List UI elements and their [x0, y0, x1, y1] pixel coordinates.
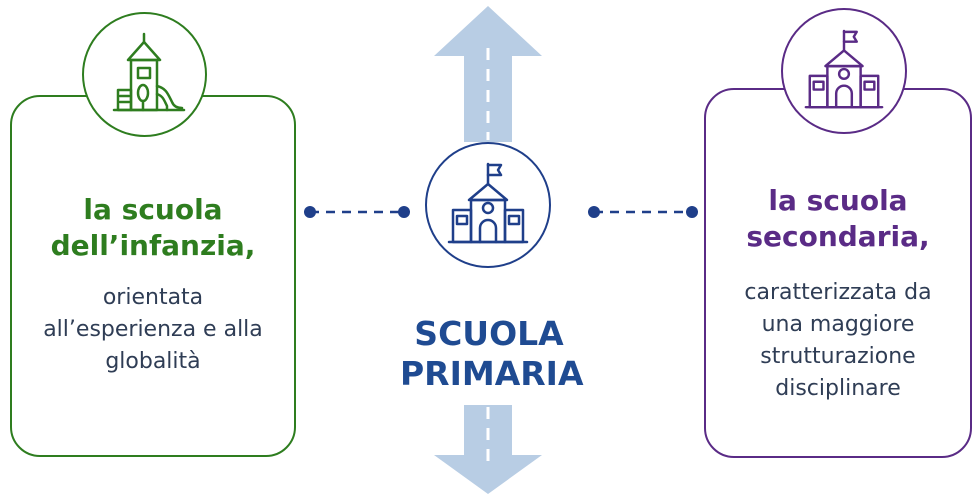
secondary-school-description: caratterizzata da una maggiore struttura… [744, 280, 932, 401]
infant-school-title: la scuola dell’infanzia, [50, 193, 256, 262]
connector-dot [588, 206, 600, 218]
infant-school-card: la scuola dell’infanzia, orientata all’e… [10, 95, 296, 457]
school-building-icon [447, 162, 529, 244]
playground-house-icon-circle [82, 12, 207, 137]
secondary-school-title: la scuola secondaria, [746, 184, 930, 253]
infant-school-description: orientata all’esperienza e alla globalit… [43, 285, 263, 374]
school-building-icon [804, 29, 884, 109]
primary-school-icon-circle [425, 142, 551, 268]
playground-house-icon [112, 32, 185, 111]
connector-dot [398, 206, 410, 218]
connector-dot [304, 206, 316, 218]
secondary-school-card: la scuola secondaria, caratterizzata da … [704, 88, 972, 458]
secondary-school-icon-circle [781, 8, 907, 134]
primary-school-label: PRIMARIA [400, 354, 584, 393]
primary-school-label: SCUOLA [414, 314, 564, 353]
connector-dot [686, 206, 698, 218]
